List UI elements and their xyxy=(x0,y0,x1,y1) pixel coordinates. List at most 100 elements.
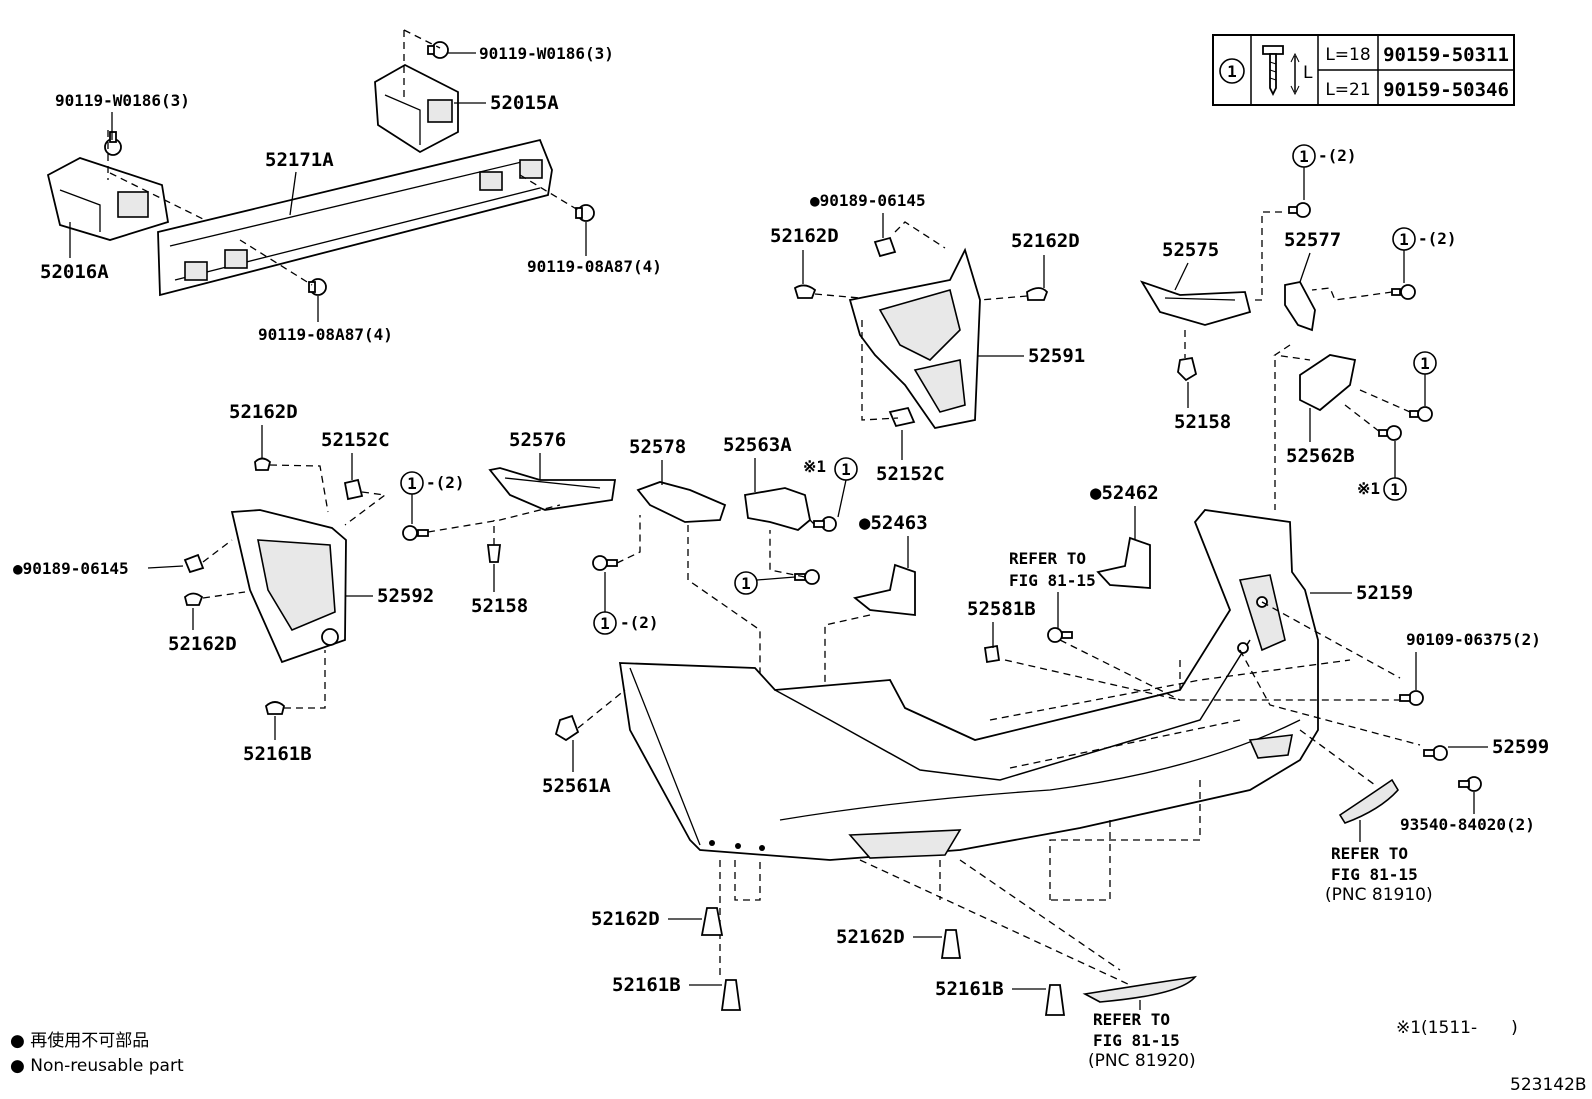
bolt-icon xyxy=(427,41,449,59)
label-52158-left: 52158 xyxy=(471,595,528,617)
svg-text:1: 1 xyxy=(407,474,417,493)
svg-text:-(2): -(2) xyxy=(1318,146,1357,165)
bolt-icon xyxy=(308,278,327,296)
clip-icon xyxy=(183,553,205,574)
bolt-icon xyxy=(1262,45,1300,97)
bracket-52016A xyxy=(46,157,170,241)
bolt-icon xyxy=(592,555,618,571)
label-52171A: 52171A xyxy=(265,149,334,171)
clip-icon xyxy=(264,701,286,715)
clip-icon xyxy=(1044,984,1066,1016)
clip-icon xyxy=(1026,287,1049,301)
label-52158-right: 52158 xyxy=(1174,411,1231,433)
callout-1-2-left: 1 -(2) xyxy=(400,471,465,524)
label-52161B-bottom-left: 52161B xyxy=(612,974,681,996)
bolt-icon xyxy=(1399,690,1424,706)
label-52016A: 52016A xyxy=(40,261,109,283)
bolt-icon xyxy=(1458,776,1482,792)
label-52152C-left: 52152C xyxy=(321,429,390,451)
label-52581B: 52581B xyxy=(967,598,1036,620)
label-52161B-bottom-mid: 52161B xyxy=(935,978,1004,1000)
svg-text:※1: ※1 xyxy=(803,457,826,476)
clip-icon xyxy=(254,457,272,471)
side-bracket-52591 xyxy=(848,247,981,429)
label-90119-08A87-right: 90119-08A87(4) xyxy=(527,257,662,276)
bolt-icon xyxy=(1409,406,1433,422)
bumper-reinforcement xyxy=(157,138,553,297)
clip-icon xyxy=(983,644,1001,664)
callout-1-2-b: 1 -(2) xyxy=(1392,227,1457,283)
clip-icon xyxy=(486,544,502,563)
refer-bottom-line1: REFER TO xyxy=(1093,1010,1170,1029)
bolt-icon xyxy=(794,569,820,585)
label-52162D-left-upper: 52162D xyxy=(229,401,298,423)
refer-center-line2: FIG 81-15 xyxy=(1009,571,1096,590)
label-52592: 52592 xyxy=(377,585,434,607)
bolt-icon xyxy=(1288,202,1311,218)
refer-right-line1: REFER TO xyxy=(1331,844,1408,863)
clip-icon xyxy=(700,907,724,936)
label-52015A: 52015A xyxy=(490,92,559,114)
reflector-bottom xyxy=(1082,975,1197,1003)
svg-text:-(2): -(2) xyxy=(1418,229,1457,248)
refer-bottom-line3: (PNC 81920) xyxy=(1088,1051,1196,1071)
bracket-52578 xyxy=(636,481,727,523)
svg-text:1: 1 xyxy=(1390,480,1400,499)
label-52563A: 52563A xyxy=(723,434,792,456)
bracket-52577 xyxy=(1284,280,1316,332)
label-52162D-left-lower: 52162D xyxy=(168,633,237,655)
part-number-18: 90159-50311 xyxy=(1383,44,1509,66)
callout-note-1-mid: ※1 1 xyxy=(803,457,858,518)
side-bracket-52592 xyxy=(230,509,347,664)
label-52463: ●52463 xyxy=(859,512,928,534)
bolt-icon xyxy=(1391,284,1416,300)
figure-id: 523142B xyxy=(1510,1075,1587,1095)
callout-1-2-a: 1 -(2) xyxy=(1292,144,1357,200)
label-52561A: 52561A xyxy=(542,775,611,797)
label-52152C-right: 52152C xyxy=(876,463,945,485)
svg-text:1: 1 xyxy=(741,574,751,593)
bolt-icon xyxy=(402,525,429,541)
bumper-cover-52159 xyxy=(618,509,1319,861)
label-52162D-bottom-mid: 52162D xyxy=(836,926,905,948)
length-21: L=21 xyxy=(1325,80,1370,100)
bracket-52015A xyxy=(374,63,459,154)
part-number-21: 90159-50346 xyxy=(1383,79,1509,101)
pad-52462 xyxy=(1096,536,1151,589)
bracket-52575 xyxy=(1139,280,1252,326)
label-52162D-upper-left: 52162D xyxy=(770,225,839,247)
legend-english: ● Non-reusable part xyxy=(10,1056,184,1076)
clip-icon xyxy=(873,236,897,258)
svg-text:1: 1 xyxy=(841,460,851,479)
svg-text:1: 1 xyxy=(1299,147,1309,166)
bolt-icon xyxy=(575,204,595,222)
label-52162D-upper-right: 52162D xyxy=(1011,230,1080,252)
label-90189-06145-upper: ●90189-06145 xyxy=(810,191,926,210)
cushion-icon xyxy=(888,406,916,428)
bolt-icon xyxy=(1423,745,1448,761)
label-52161B-left: 52161B xyxy=(243,743,312,765)
svg-text:1: 1 xyxy=(600,614,610,633)
refer-bottom-line2: FIG 81-15 xyxy=(1093,1031,1180,1050)
label-90119-08A87-bottom: 90119-08A87(4) xyxy=(258,325,393,344)
ref-circle-icon xyxy=(1219,58,1245,84)
refer-right-line3: (PNC 81910) xyxy=(1325,885,1433,905)
reflector-right xyxy=(1338,778,1399,824)
callout-note-1-d: ※1 1 xyxy=(1357,441,1407,501)
bolt-icon xyxy=(813,516,837,532)
label-90119-W0186-upper: 90119-W0186(3) xyxy=(479,44,614,63)
bracket-52562B xyxy=(1299,354,1357,412)
clip-icon xyxy=(940,929,962,959)
footnote-1: ※1(1511- ) xyxy=(1396,1018,1518,1038)
length-symbol: L xyxy=(1303,63,1313,83)
callout-1-mid: 1 xyxy=(734,571,796,595)
bolt-icon xyxy=(104,131,122,156)
bolt-icon xyxy=(1047,627,1073,643)
label-52575: 52575 xyxy=(1162,239,1219,261)
svg-text:1: 1 xyxy=(1420,354,1430,373)
cushion-icon xyxy=(343,478,364,501)
label-52462: ●52462 xyxy=(1090,482,1159,504)
clip-icon xyxy=(554,714,580,742)
